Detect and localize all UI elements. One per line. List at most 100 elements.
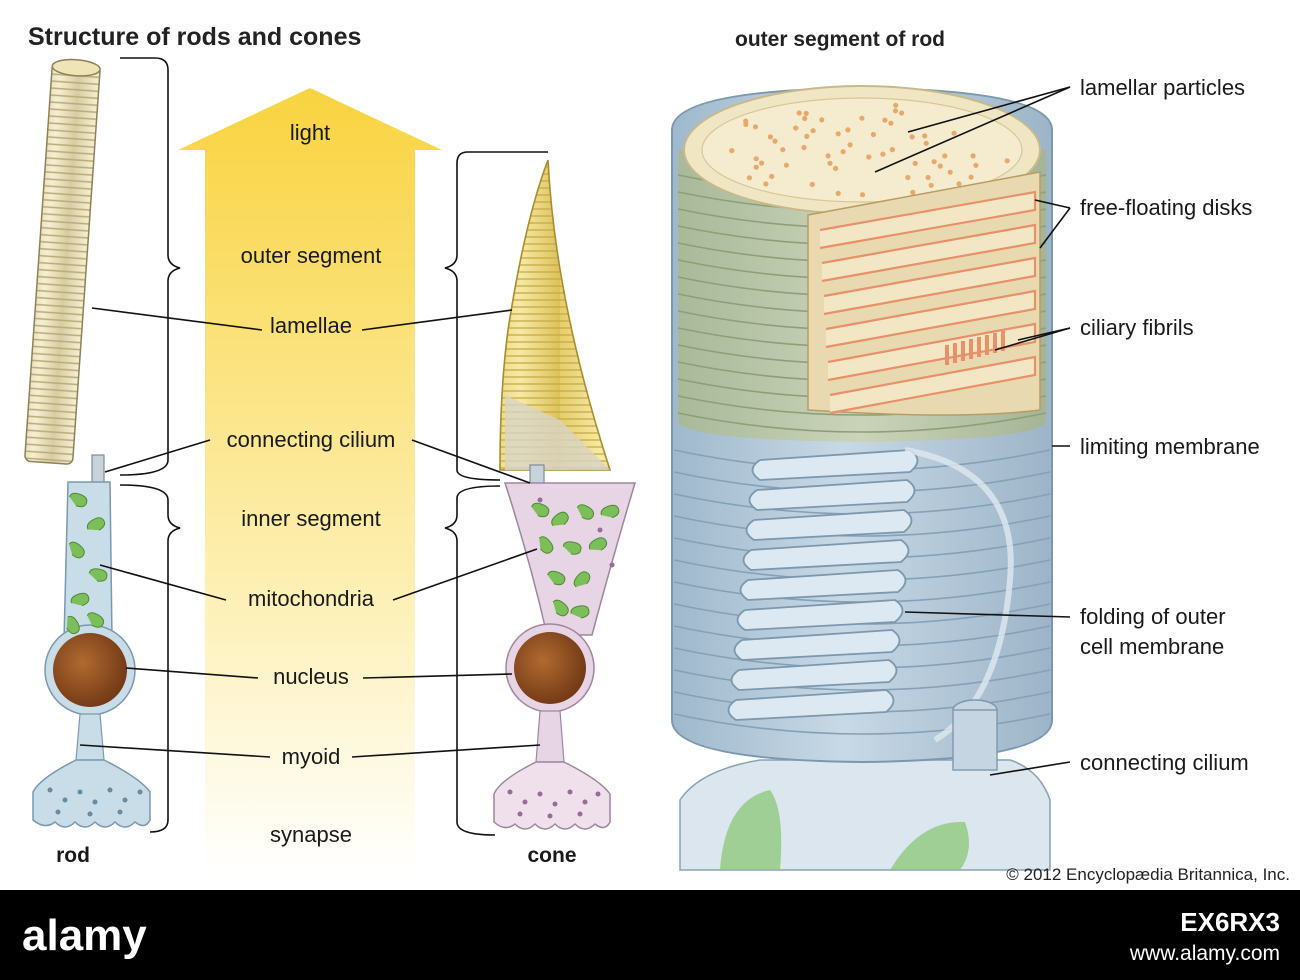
cone-myoid (536, 711, 564, 762)
lamellar-particle (836, 131, 841, 136)
synaptic-vesicle (48, 788, 53, 793)
lamellar-particle (811, 128, 816, 133)
ciliary-fibril (945, 345, 949, 365)
rod-nucleus (53, 633, 127, 707)
label-inner-segment: inner segment (241, 506, 380, 531)
lamellar-particle (804, 134, 809, 139)
synaptic-vesicle (63, 798, 68, 803)
footer-bar (0, 890, 1300, 980)
lamellar-particle (801, 145, 806, 150)
cone-nucleus (514, 632, 586, 704)
synaptic-vesicle (88, 812, 93, 817)
lamellar-particle (924, 141, 929, 146)
lamellar-particle (780, 147, 785, 152)
lamellar-particle (860, 192, 865, 197)
ciliary-fibril (977, 337, 981, 357)
synaptic-vesicle (548, 814, 553, 819)
copyright-credit: © 2012 Encyclopædia Britannica, Inc. (1006, 865, 1290, 884)
synaptic-vesicle (123, 798, 128, 803)
synaptic-vesicle (118, 810, 123, 815)
synaptic-vesicle (610, 563, 615, 568)
lamellar-particle (859, 116, 864, 121)
ciliary-fibril (953, 343, 957, 363)
lamellar-particle (753, 124, 758, 129)
lamellar-particle (880, 152, 885, 157)
label-lamellae: lamellae (270, 313, 352, 338)
synaptic-vesicle (108, 788, 113, 793)
rod-cilium (92, 455, 104, 485)
rod-outer-segment (25, 58, 101, 464)
lamellar-particle (938, 164, 943, 169)
lamellar-particle (866, 154, 871, 159)
lamellar-particle (797, 110, 802, 115)
figure-title: Structure of rods and cones (28, 23, 361, 51)
lamellar-particle (922, 133, 927, 138)
lamellar-particle (871, 132, 876, 137)
lamellar-particle (893, 103, 898, 108)
lamellar-particle (763, 181, 768, 186)
synaptic-vesicle (538, 792, 543, 797)
lamellar-particle (890, 147, 895, 152)
lamellar-particle (926, 175, 931, 180)
lamellar-particle (754, 156, 759, 161)
lamellar-particle (848, 142, 853, 147)
lamellar-particle (836, 191, 841, 196)
lamellar-particle (969, 175, 974, 180)
lamellar-particle (913, 161, 918, 166)
lamellar-particle (971, 153, 976, 158)
synaptic-vesicle (598, 528, 603, 533)
rod-brackets (120, 58, 180, 832)
lamellar-particle (759, 161, 764, 166)
synaptic-vesicle (508, 790, 513, 795)
cone-synapse (494, 762, 610, 829)
synaptic-vesicle (596, 792, 601, 797)
lamellar-particle (833, 166, 838, 171)
connecting-cilium-stub (953, 710, 997, 770)
label-limiting-membrane: limiting membrane (1080, 434, 1260, 459)
lamellar-particle (929, 183, 934, 188)
lamellar-particle (784, 163, 789, 168)
lamellar-particle (910, 190, 915, 195)
lamellar-particle (747, 175, 752, 180)
lamellar-particle (768, 134, 773, 139)
label-outer-segment: outer segment (241, 243, 382, 268)
lamellar-particle (827, 161, 832, 166)
label-lamellar-particles: lamellar particles (1080, 75, 1245, 100)
label-nucleus: nucleus (273, 664, 349, 689)
lamellar-particle (810, 182, 815, 187)
lamellar-particle (882, 118, 887, 123)
label-connecting-cilium: connecting cilium (227, 427, 396, 452)
lamellar-particle (769, 174, 774, 179)
ciliary-fibril (985, 335, 989, 355)
label-free-floating-disks: free-floating disks (1080, 195, 1252, 220)
lamellar-particle (826, 153, 831, 158)
synaptic-vesicle (138, 790, 143, 795)
rod-outer-segment-cutaway (672, 86, 1052, 870)
lamellar-particle (973, 163, 978, 168)
rod-myoid (76, 714, 104, 760)
label-rod: rod (56, 844, 90, 867)
footer-image-id: EX6RX3 (1180, 907, 1280, 937)
lamellar-particle (793, 125, 798, 130)
lamellar-particle (905, 175, 910, 180)
synaptic-vesicle (56, 810, 61, 815)
lamellar-particle (804, 111, 809, 116)
synaptic-vesicle (583, 800, 588, 805)
label-folding-line1: folding of outer (1080, 604, 1226, 629)
rod-synapse (33, 760, 150, 827)
lamellar-particle (899, 110, 904, 115)
right-panel-title: outer segment of rod (735, 28, 945, 51)
label-cone: cone (527, 844, 576, 867)
label-mitochondria: mitochondria (248, 586, 375, 611)
lamellar-particle (743, 122, 748, 127)
footer-brand-logo: alamy (22, 911, 147, 960)
lamellar-particle (932, 159, 937, 164)
lamellar-particle (729, 148, 734, 153)
lamellar-particle (845, 127, 850, 132)
label-myoid: myoid (282, 744, 341, 769)
lamellar-particle (802, 116, 807, 121)
synaptic-vesicle (518, 812, 523, 817)
lamellar-particle (893, 108, 898, 113)
